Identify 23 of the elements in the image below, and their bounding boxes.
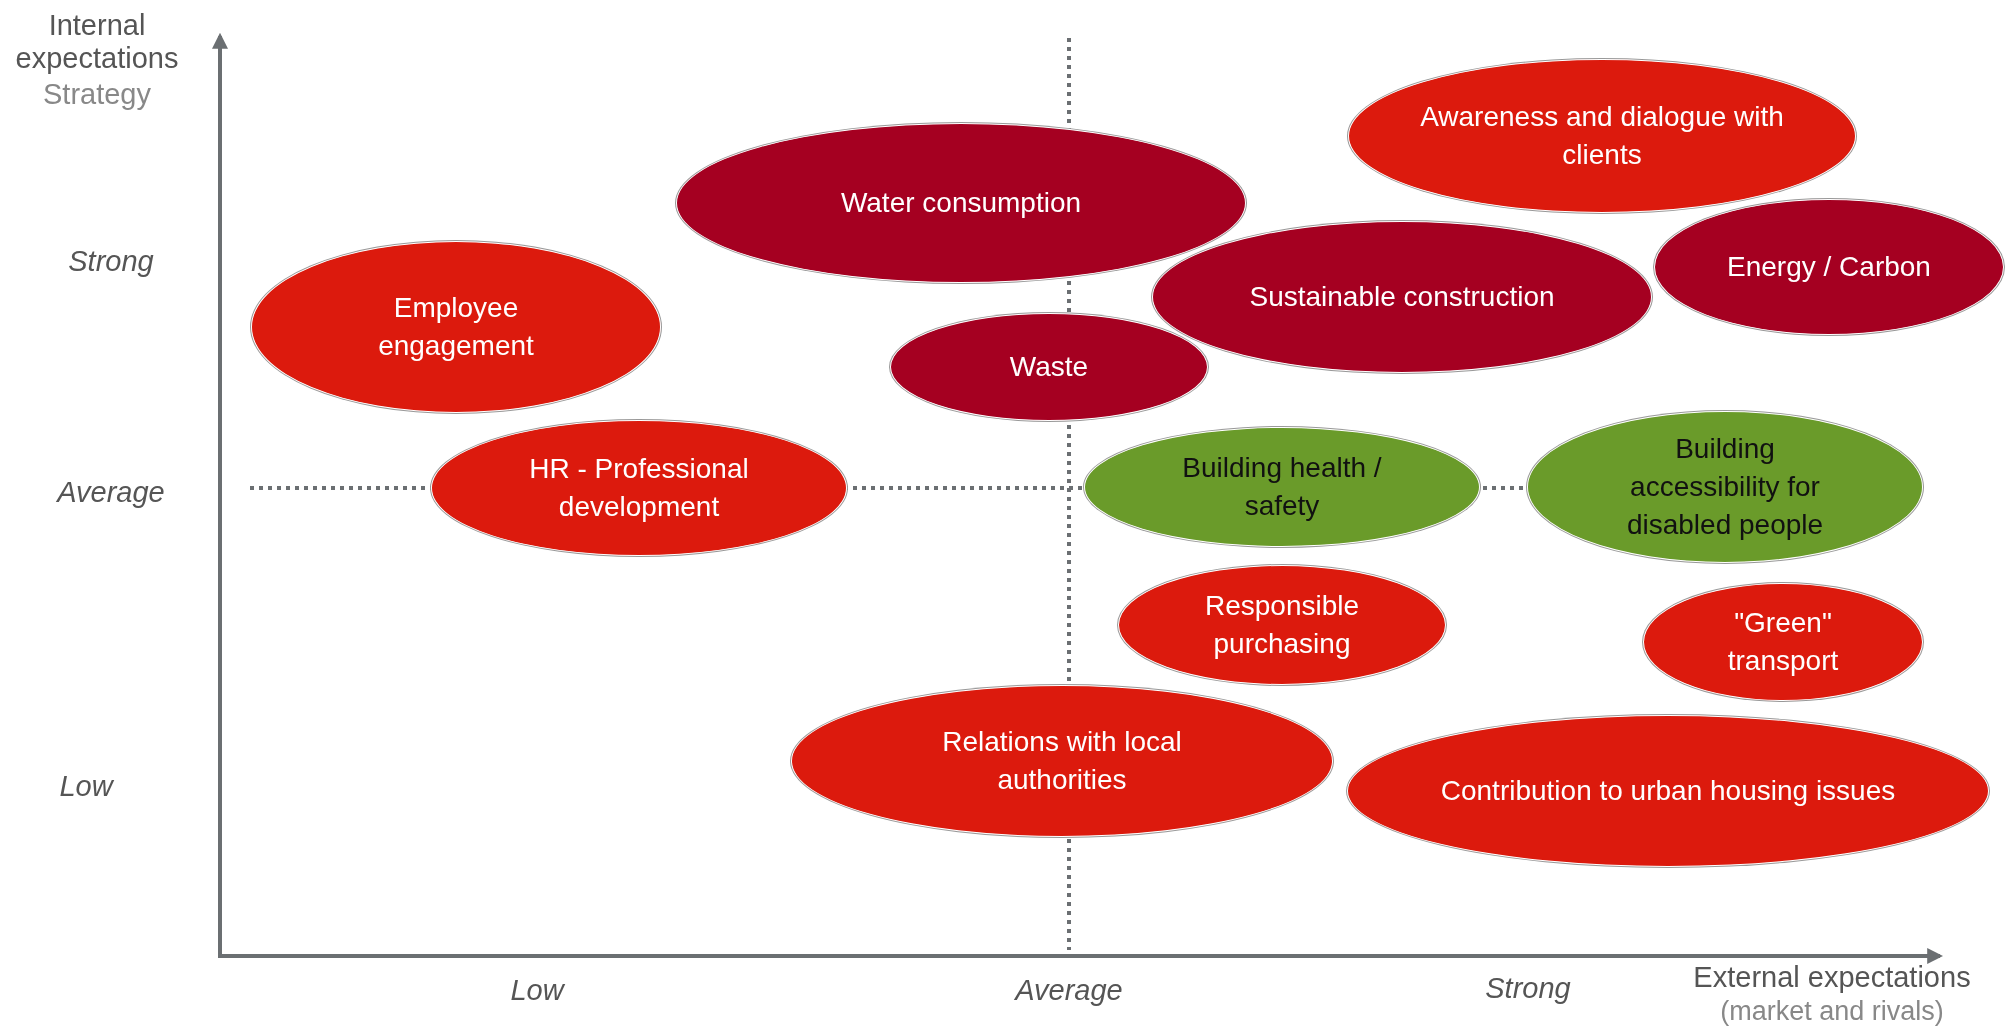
issue-label: Employee engagement [377,291,535,363]
axis-subtitle: (market and rivals) [1720,995,1944,1027]
axis-tick-label: Strong [1485,971,1571,1005]
issue-label: Sustainable construction [1249,280,1555,314]
issue-label: Energy / Carbon [1727,250,1931,284]
issue-label: Responsible purchasing [1203,589,1361,661]
issue-label: Building health / safety [1181,451,1383,523]
issue-label: Building accessibility for disabled people [1625,432,1825,542]
issue-label: Waste [1009,350,1089,384]
issue-label: Contribution to urban housing issues [1440,774,1896,808]
axis-title: Internal expectations [14,9,180,75]
issue-label: Water consumption [840,186,1082,220]
axis-tick-label: Average [1015,973,1123,1007]
axis-tick-label: Low [59,769,113,803]
axis-tick-label: Low [510,973,564,1007]
axis-subtitle: Strategy [43,77,151,111]
axis-tick-label: Strong [68,244,154,278]
issue-label: Awareness and dialogue with clients [1419,100,1785,172]
issue-label: "Green" transport [1726,606,1840,678]
issue-label: HR - Professional development [528,452,750,524]
issue-label: Relations with local authorities [941,725,1183,797]
axis-tick-label: Average [57,475,165,509]
axis-title: External expectations [1693,960,1971,994]
